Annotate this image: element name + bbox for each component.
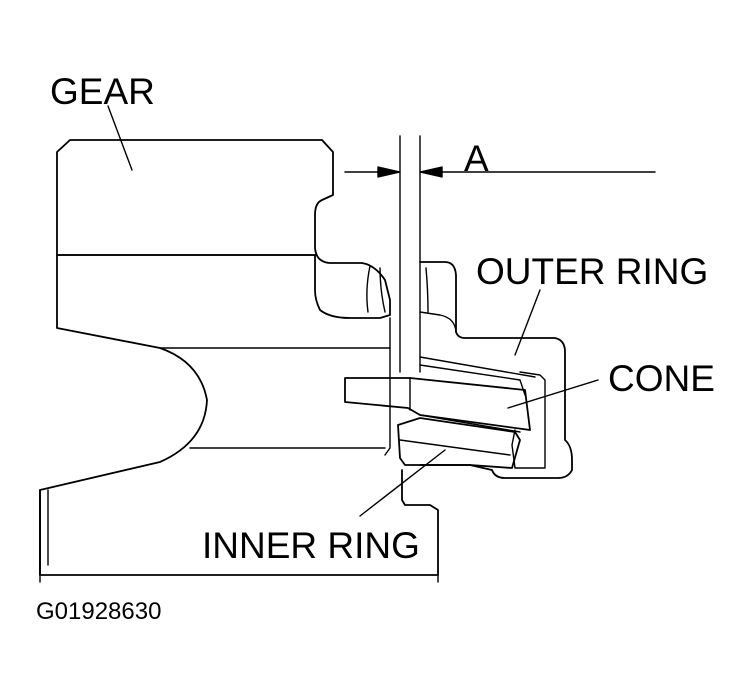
outer-ring-lip (511, 371, 546, 469)
label-cone: CONE (608, 358, 715, 399)
cone-inner-line (419, 364, 526, 396)
leader-gear (107, 105, 133, 171)
cone-lower-slope (419, 414, 521, 433)
label-gear: GEAR (50, 71, 155, 112)
gear-outline (56, 139, 391, 319)
label-inner-ring: INNER RING (202, 525, 420, 566)
gear-chamfer (366, 265, 371, 313)
dim-arrow-right (419, 166, 443, 178)
outer-ring-inner (419, 311, 457, 333)
cone-outline (344, 377, 531, 431)
outer-ring-slope-top (419, 356, 536, 378)
label-dimension-a: A (464, 138, 489, 179)
leader-outer-ring (514, 289, 541, 356)
gear-chamfer-2 (379, 267, 386, 313)
gear-lower-body (39, 254, 208, 576)
inner-ring-outline (397, 417, 521, 469)
label-outer-ring: OUTER RING (476, 251, 709, 292)
outer-ring-chamfer (425, 267, 429, 313)
leader-inner-ring (359, 449, 446, 517)
dim-arrow-left (377, 166, 401, 178)
outer-ring-outline (419, 261, 573, 479)
gear-step-right (384, 317, 391, 456)
leader-cone (507, 379, 599, 409)
figure-code: G01928630 (36, 598, 162, 625)
shaft-outline (39, 469, 439, 576)
inner-ring-slope (399, 439, 511, 456)
